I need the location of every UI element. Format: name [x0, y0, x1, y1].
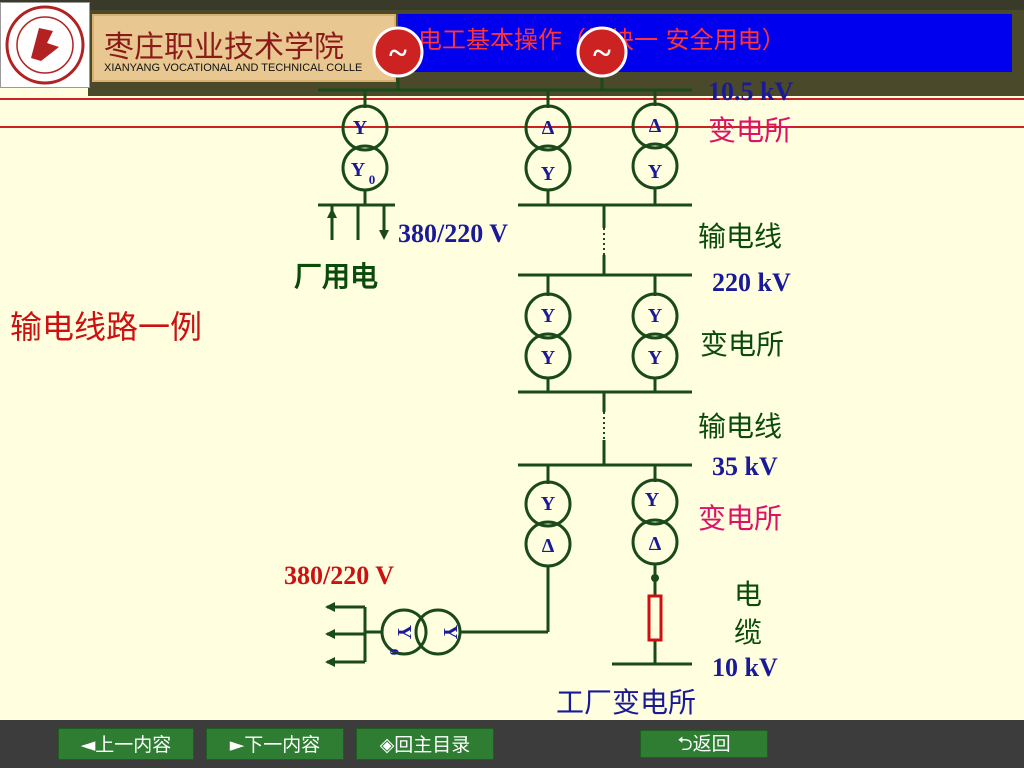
t1-bottom-label: Y: [351, 159, 366, 181]
plant-power-label: 厂用电: [294, 261, 378, 293]
prev-content-button[interactable]: ◄上一内容: [58, 728, 194, 760]
transformer-t1-primary-winding: [341, 104, 389, 152]
generator-2: ~: [576, 26, 628, 78]
cable-label-1: 电: [734, 579, 762, 611]
cable-label-2: 缆: [734, 617, 762, 649]
school-name-box: 枣庄职业技术学院 XIANYANG VOCATIONAL AND TECHNIC…: [92, 14, 396, 82]
power-transmission-diagram: ~ ~ Y Y 0 Δ Y Δ Y Y Y Y Y Y Δ Y Δ Y 0 Y …: [10, 26, 793, 719]
return-button[interactable]: ⮌返回: [640, 730, 768, 758]
t3-top-label: Δ: [649, 115, 662, 137]
junction-dot: [651, 574, 659, 582]
arrow-up-icon: [327, 208, 337, 218]
course-title-box: 电工基本操作（模块一 安全用电）: [398, 14, 1012, 72]
substation-label-1: 变电所: [708, 115, 792, 147]
factory-substation-label: 工厂变电所: [556, 687, 696, 719]
generator-symbol: ~: [593, 35, 611, 72]
generator-symbol: ~: [389, 35, 407, 72]
main-menu-button[interactable]: ◈回主目录: [356, 728, 494, 760]
header-rule-top: [0, 98, 1024, 100]
arrow-left-icon: [325, 602, 335, 612]
t8-right-label: Y: [439, 625, 461, 640]
t6-top-label: Y: [541, 493, 556, 515]
t7-bottom-label: Δ: [649, 533, 662, 555]
substation-label-3: 变电所: [698, 503, 782, 535]
header-rule-bottom: [0, 126, 1024, 128]
t3-bottom-label: Y: [648, 161, 663, 183]
arrows: [325, 208, 389, 667]
voltage-label-380-top: 380/220 V: [398, 219, 508, 248]
t4-bottom-label: Y: [541, 347, 556, 369]
t8-left-label: Y: [393, 625, 415, 640]
cable-symbol: [647, 594, 663, 642]
t1-top-label: Y: [353, 117, 368, 139]
t5-bottom-label: Y: [648, 347, 663, 369]
substation-label-2: 变电所: [700, 329, 784, 361]
voltage-label-35kv: 35 kV: [712, 452, 778, 481]
transmission-line-label-2: 输电线: [698, 411, 782, 443]
arrow-left-icon: [325, 657, 335, 667]
transmission-line-label-1: 输电线: [698, 221, 782, 253]
next-content-button[interactable]: ►下一内容: [206, 728, 344, 760]
t5-top-label: Y: [648, 305, 663, 327]
t4-top-label: Y: [541, 305, 556, 327]
t2-top-label: Δ: [542, 117, 555, 139]
arrow-left-icon: [325, 629, 335, 639]
t6-bottom-label: Δ: [542, 535, 555, 557]
voltage-label-220kv: 220 kV: [712, 268, 791, 297]
school-name-en: XIANYANG VOCATIONAL AND TECHNICAL COLLE: [104, 62, 363, 74]
slide-caption: 输电线路一例: [10, 309, 202, 345]
school-name-cn: 枣庄职业技术学院: [104, 30, 344, 65]
voltage-label-380-bottom: 380/220 V: [284, 561, 394, 590]
school-logo: [0, 2, 90, 88]
school-logo-icon: [5, 5, 85, 85]
t8-left-subscript: 0: [387, 649, 402, 656]
voltage-label-10kv: 10 kV: [712, 653, 778, 682]
t7-top-label: Y: [645, 489, 660, 511]
t1-bottom-subscript: 0: [369, 172, 376, 187]
generator-1: ~: [372, 26, 424, 78]
t2-bottom-label: Y: [541, 163, 556, 185]
arrow-down-icon: [379, 230, 389, 240]
voltage-label-10-5kv: 10.5 kV: [708, 77, 793, 106]
